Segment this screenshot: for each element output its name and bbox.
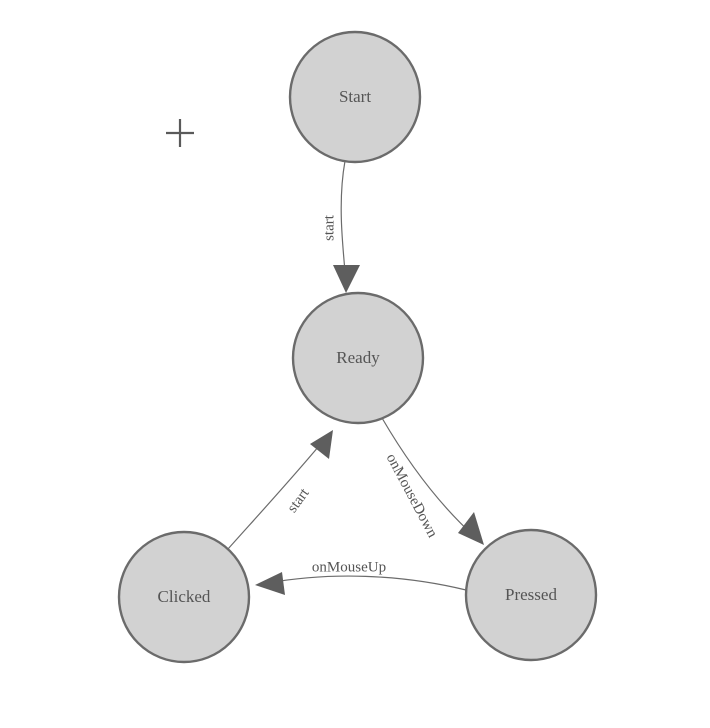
- node-label-pressed: Pressed: [505, 585, 557, 604]
- node-shape-ready[interactable]: [291, 291, 425, 425]
- node-shape-pressed[interactable]: [464, 528, 598, 662]
- node-start[interactable]: Start: [288, 30, 422, 164]
- edge-line-clicked-to-ready: [227, 439, 325, 550]
- edge-label-clicked-to-ready: start: [284, 485, 313, 516]
- arrowhead-icon-clicked-to-ready: [310, 430, 333, 459]
- edge-ready-to-pressed[interactable]: onMouseDown: [381, 417, 484, 545]
- edge-pressed-to-clicked[interactable]: onMouseUp: [255, 559, 467, 595]
- node-shape-clicked[interactable]: [117, 530, 251, 664]
- arrowhead-icon-ready-to-pressed: [458, 512, 484, 545]
- node-label-clicked: Clicked: [158, 587, 211, 606]
- edge-clicked-to-ready[interactable]: start: [227, 430, 333, 550]
- node-label-ready: Ready: [336, 348, 380, 367]
- arrowhead-icon-pressed-to-clicked: [255, 572, 285, 595]
- edge-line-ready-to-pressed: [381, 417, 475, 537]
- node-label-start: Start: [339, 87, 371, 106]
- edge-label-start-to-ready: start: [321, 214, 337, 241]
- edge-label-pressed-to-clicked: onMouseUp: [312, 559, 386, 575]
- cursor-layer: [166, 119, 194, 147]
- node-pressed[interactable]: Pressed: [464, 528, 598, 662]
- node-clicked[interactable]: Clicked: [117, 530, 251, 664]
- crosshair-icon: [166, 119, 194, 147]
- node-ready[interactable]: Ready: [291, 291, 425, 425]
- arrowhead-icon-start-to-ready: [333, 265, 360, 293]
- node-shape-start[interactable]: [288, 30, 422, 164]
- edge-line-start-to-ready: [340, 160, 347, 283]
- edge-start-to-ready[interactable]: start: [321, 160, 360, 293]
- edge-line-pressed-to-clicked: [267, 575, 467, 591]
